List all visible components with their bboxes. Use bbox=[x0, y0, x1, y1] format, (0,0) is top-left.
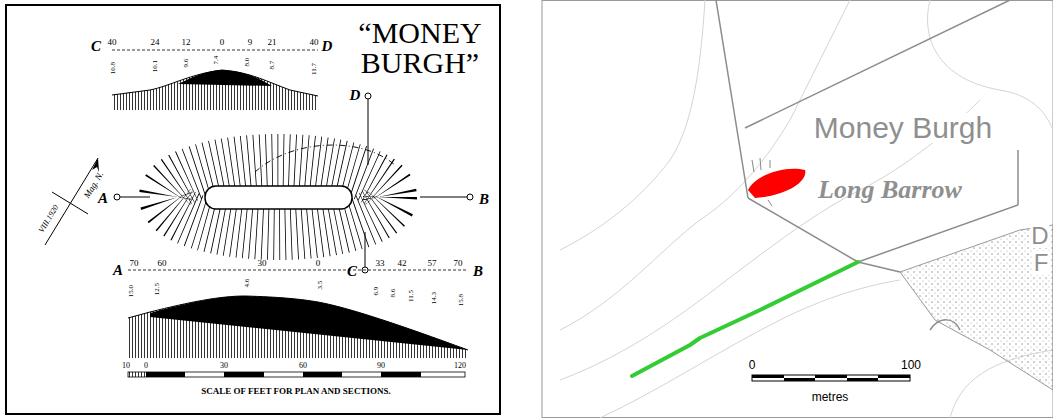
scale-bar bbox=[128, 372, 465, 377]
map-scale-bar bbox=[847, 378, 878, 381]
map-letter: D bbox=[1030, 224, 1049, 248]
scale-number: 60 bbox=[299, 362, 307, 370]
distance-label: 9 bbox=[248, 38, 253, 47]
map-frame bbox=[542, 1, 1053, 418]
scale-number: 90 bbox=[377, 362, 385, 370]
height-label: 9.6 bbox=[183, 59, 190, 68]
mound-section bbox=[178, 70, 272, 86]
section-letter: D bbox=[322, 39, 333, 54]
scale-number: 100 bbox=[901, 359, 921, 371]
section-line bbox=[365, 232, 366, 267]
map-scale-bar bbox=[752, 375, 910, 381]
distance-label: 0 bbox=[316, 259, 321, 268]
distance-label: 21 bbox=[268, 38, 277, 47]
distance-label: 24 bbox=[151, 38, 160, 47]
section-profile bbox=[112, 70, 318, 96]
height-label: 12.5 bbox=[154, 283, 161, 295]
height-label: 11.5 bbox=[408, 290, 415, 302]
scale-unit: metres bbox=[812, 391, 849, 403]
map-scale-bar bbox=[752, 375, 784, 378]
stippled-area bbox=[900, 225, 1053, 390]
station-point bbox=[114, 194, 120, 200]
scale-bar bbox=[224, 372, 264, 377]
height-label: 15.8 bbox=[458, 294, 465, 306]
distance-label: 12 bbox=[182, 38, 191, 47]
green-line bbox=[632, 262, 858, 376]
distance-label: 33 bbox=[376, 259, 385, 268]
distance-label: 40 bbox=[310, 38, 319, 47]
station-letter: C bbox=[347, 264, 357, 279]
height-label: 6.9 bbox=[373, 287, 380, 296]
section-hatching bbox=[112, 70, 318, 110]
distance-label: 60 bbox=[158, 259, 167, 268]
station-letter: D bbox=[350, 88, 361, 103]
height-label: 14.3 bbox=[431, 292, 438, 304]
station-point bbox=[467, 194, 473, 200]
height-label: 10.1 bbox=[152, 60, 159, 72]
scale-bar bbox=[128, 372, 146, 377]
height-label: 15.0 bbox=[128, 285, 135, 297]
height-label: 8.0 bbox=[244, 58, 251, 67]
scale-number: 0 bbox=[749, 359, 756, 371]
scale-bar bbox=[303, 372, 342, 377]
station-letter: B bbox=[479, 192, 489, 207]
scale-number: 0 bbox=[144, 362, 148, 370]
height-label: 3.5 bbox=[317, 281, 324, 290]
barrow-mark bbox=[748, 169, 805, 198]
section-letter: A bbox=[113, 263, 123, 278]
hachures bbox=[166, 161, 390, 233]
datum-line bbox=[128, 270, 468, 271]
distance-label: 40 bbox=[108, 38, 117, 47]
section-line bbox=[120, 197, 150, 198]
contour-lines bbox=[560, 0, 1053, 418]
station-point bbox=[365, 93, 371, 99]
height-label: 8.7 bbox=[269, 61, 276, 70]
height-label: 11.7 bbox=[311, 63, 318, 75]
dash-dot-outline bbox=[255, 145, 395, 172]
section-profile bbox=[128, 296, 468, 350]
panel-frame bbox=[6, 5, 500, 414]
map-scale-bar bbox=[878, 375, 910, 378]
station-letter: A bbox=[98, 191, 108, 206]
mound-section bbox=[150, 296, 468, 350]
height-label: 10.8 bbox=[110, 62, 117, 74]
place-name: Money Burgh bbox=[813, 113, 993, 143]
distance-label: 57 bbox=[428, 259, 437, 268]
scale-bar bbox=[146, 372, 185, 377]
section-hatching bbox=[128, 296, 468, 358]
plan-title: “MONEY BURGH” bbox=[345, 18, 495, 78]
barrow-top bbox=[205, 186, 352, 209]
datum-line bbox=[112, 50, 318, 51]
distance-label: 70 bbox=[454, 259, 463, 268]
map-scale-bar bbox=[815, 375, 847, 378]
distance-label: 70 bbox=[130, 259, 139, 268]
section-letter: C bbox=[91, 39, 101, 54]
distance-label: 30 bbox=[258, 259, 267, 268]
map-scale-bar bbox=[784, 378, 815, 381]
monument-name: Long Barrow bbox=[818, 177, 962, 203]
height-label: 7.4 bbox=[213, 56, 220, 65]
scale-caption: SCALE OF FEET FOR PLAN AND SECTIONS. bbox=[201, 387, 390, 396]
distance-label: 42 bbox=[398, 259, 407, 268]
field-boundaries bbox=[716, 0, 1018, 330]
section-letter: B bbox=[473, 264, 483, 279]
map-letter: F bbox=[1033, 251, 1050, 275]
section-line bbox=[420, 197, 467, 198]
scale-number: 10 bbox=[122, 362, 130, 370]
scale-number: 30 bbox=[220, 362, 228, 370]
height-label: 8.6 bbox=[390, 289, 397, 298]
height-label: 4.6 bbox=[244, 279, 251, 288]
scale-bar bbox=[381, 372, 421, 377]
scale-number: 120 bbox=[454, 362, 466, 370]
distance-label: 0 bbox=[220, 38, 225, 47]
north-arrow bbox=[45, 158, 98, 245]
section-line bbox=[368, 99, 369, 165]
